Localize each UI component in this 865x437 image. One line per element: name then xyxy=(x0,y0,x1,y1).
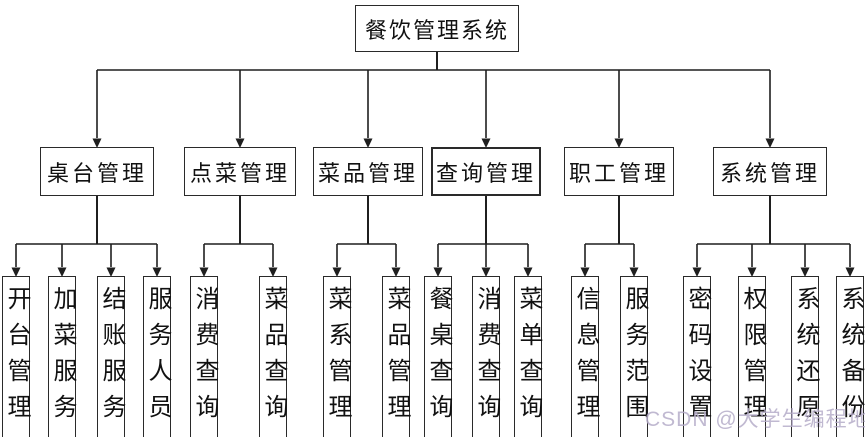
node-leaf-label: 菜品查询 xyxy=(260,286,286,430)
node-branch-6: 系统管理 xyxy=(713,147,827,196)
arrowhead-icon xyxy=(629,267,639,277)
arrowhead-icon xyxy=(152,267,162,277)
node-leaf-6-4: 系统备份 xyxy=(836,276,864,437)
node-leaf-label: 餐桌查询 xyxy=(425,286,451,430)
arrowhead-icon xyxy=(747,267,757,277)
node-branch-2: 点菜管理 xyxy=(184,147,296,196)
node-leaf-label: 系统还原 xyxy=(792,286,818,430)
arrowhead-icon xyxy=(614,138,624,148)
node-branch-label: 职工管理 xyxy=(568,160,669,186)
node-branch-3: 菜品管理 xyxy=(313,147,423,196)
node-leaf-label: 服务范围 xyxy=(621,286,647,430)
node-branch-label: 系统管理 xyxy=(719,160,820,186)
node-leaf-label: 加菜服务 xyxy=(49,286,75,430)
node-leaf-label: 菜单查询 xyxy=(515,286,541,430)
node-leaf-label: 服务人员 xyxy=(144,286,170,430)
arrowhead-icon xyxy=(363,138,373,148)
arrowhead-icon xyxy=(433,267,443,277)
node-leaf-2-2: 菜品查询 xyxy=(259,276,287,437)
arrowhead-icon xyxy=(580,267,590,277)
node-leaf-4-1: 餐桌查询 xyxy=(424,276,452,437)
node-leaf-5-2: 服务范围 xyxy=(620,276,648,437)
arrowhead-icon xyxy=(391,267,401,277)
node-leaf-label: 结账服务 xyxy=(98,286,124,430)
node-leaf-label: 消费查询 xyxy=(473,286,499,430)
node-branch-label: 点菜管理 xyxy=(189,160,290,186)
arrowhead-icon xyxy=(481,138,491,148)
watermark-text: CSDN @大学生编程地 xyxy=(645,408,865,431)
watermark: CSDN @大学生编程地高 xyxy=(645,403,865,433)
arrowhead-icon xyxy=(235,138,245,148)
node-branch-label: 菜品管理 xyxy=(317,160,418,186)
node-root: 餐饮管理系统 xyxy=(355,5,519,52)
arrowhead-icon xyxy=(92,138,102,148)
node-leaf-3-1: 菜系管理 xyxy=(323,276,351,437)
arrowhead-icon xyxy=(845,267,855,277)
arrowhead-icon xyxy=(523,267,533,277)
node-leaf-3-2: 菜品管理 xyxy=(382,276,410,437)
arrowhead-icon xyxy=(106,267,116,277)
node-branch-label: 桌台管理 xyxy=(46,160,147,186)
node-branch-1: 桌台管理 xyxy=(40,147,154,196)
node-leaf-4-3: 菜单查询 xyxy=(514,276,542,437)
arrowhead-icon xyxy=(332,267,342,277)
arrowhead-icon xyxy=(199,267,209,277)
node-leaf-label: 菜系管理 xyxy=(324,286,350,430)
arrowhead-icon xyxy=(800,267,810,277)
node-leaf-6-1: 密码设置 xyxy=(683,276,711,437)
arrowhead-icon xyxy=(481,267,491,277)
arrowhead-icon xyxy=(268,267,278,277)
arrowhead-icon xyxy=(57,267,67,277)
node-leaf-label: 开台管理 xyxy=(3,286,29,430)
node-root-label: 餐饮管理系统 xyxy=(364,17,509,43)
node-leaf-label: 菜品管理 xyxy=(383,286,409,430)
node-leaf-1-1: 开台管理 xyxy=(2,276,30,437)
node-leaf-1-2: 加菜服务 xyxy=(48,276,76,437)
node-leaf-label: 系统备份 xyxy=(837,286,863,430)
node-leaf-6-2: 权限管理 xyxy=(738,276,766,437)
node-leaf-label: 密码设置 xyxy=(684,286,710,430)
node-branch-label: 查询管理 xyxy=(435,160,536,186)
node-leaf-2-1: 消费查询 xyxy=(190,276,218,437)
node-leaf-label: 信息管理 xyxy=(572,286,598,430)
arrowhead-icon xyxy=(11,267,21,277)
node-leaf-label: 消费查询 xyxy=(191,286,217,430)
arrowhead-icon xyxy=(692,267,702,277)
node-leaf-1-4: 服务人员 xyxy=(143,276,171,437)
node-leaf-1-3: 结账服务 xyxy=(97,276,125,437)
node-leaf-4-2: 消费查询 xyxy=(472,276,500,437)
node-leaf-6-3: 系统还原 xyxy=(791,276,819,437)
arrowhead-icon xyxy=(765,138,775,148)
node-branch-5: 职工管理 xyxy=(564,147,674,196)
node-leaf-5-1: 信息管理 xyxy=(571,276,599,437)
node-branch-4: 查询管理 xyxy=(431,147,541,196)
node-leaf-label: 权限管理 xyxy=(739,286,765,430)
